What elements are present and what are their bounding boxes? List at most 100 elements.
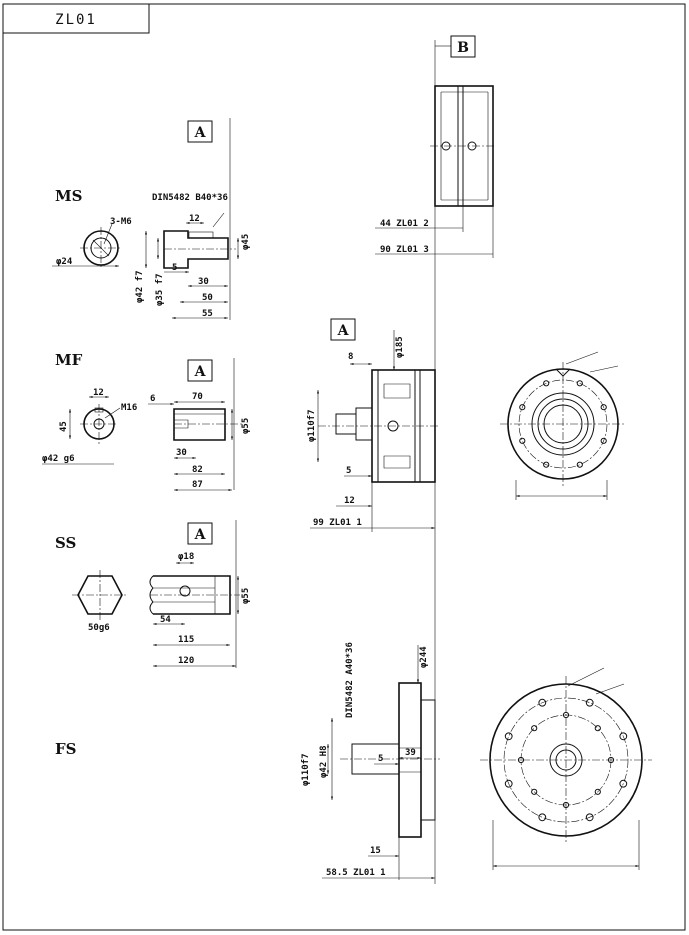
- svg-text:A: A: [194, 527, 207, 543]
- mf-end-view: [80, 404, 118, 444]
- svg-text:A: A: [194, 364, 207, 380]
- view-a: A 8 φ185 φ110f7 5 12 99 ZL01 1: [307, 318, 440, 532]
- view-b: B 44 ZL01 2 90 ZL01 3: [375, 35, 496, 258]
- title-block-code: ZL01: [55, 12, 97, 28]
- bolt-hole: [600, 437, 607, 444]
- bolt-hole: [585, 813, 594, 822]
- a-dim-d110f7: φ110f7: [307, 409, 317, 442]
- b-housing: [430, 85, 496, 207]
- ms-dim-12: 12: [189, 214, 200, 224]
- mf-dim-87: 87: [192, 480, 203, 490]
- bolt-hole: [504, 732, 513, 741]
- fs-dim-15: 15: [370, 846, 381, 856]
- ss-dim-115: 115: [178, 635, 194, 645]
- title-block: ZL01: [2, 3, 150, 34]
- a-dim-8: 8: [348, 352, 353, 362]
- ms-dim-d45: φ45: [241, 234, 251, 250]
- flange-165-bolt-holes: [519, 380, 607, 468]
- mf-dim-6: 6: [150, 394, 155, 404]
- mf-thread: M16: [121, 403, 137, 413]
- bolt-hole: [594, 788, 601, 795]
- view-fs: FS DIN5482 A40*36 φ110f7 φ42 H8 5 39 φ24…: [55, 642, 440, 880]
- ms-spline-spec: DIN5482 B40*36: [152, 193, 228, 203]
- mf-dim-30: 30: [176, 448, 187, 458]
- bolt-hole: [619, 732, 628, 741]
- bolt-hole: [607, 756, 615, 764]
- mf-dim-d42g6: φ42 g6: [42, 454, 75, 464]
- mf-section-tag: A: [187, 359, 213, 382]
- ss-section-tag: A: [187, 522, 213, 545]
- sheet-border: [2, 3, 686, 931]
- bolt-hole: [543, 461, 550, 468]
- bolt-hole: [576, 461, 583, 468]
- mf-dim-d55: φ55: [241, 418, 251, 434]
- fs-dim-d244: φ244: [419, 646, 429, 668]
- b-dim-90: 90 ZL01 3: [380, 245, 429, 255]
- mf-dim-45: 45: [59, 421, 69, 432]
- a-dim-99: 99 ZL01 1: [313, 518, 362, 528]
- bolt-hole: [619, 779, 628, 788]
- fs-dim-39: 39: [405, 748, 416, 758]
- mf-label: MF: [55, 351, 83, 369]
- ms-dim-55: 55: [202, 309, 213, 319]
- ss-dim-d18: φ18: [178, 552, 194, 562]
- ms-section-tag: A: [187, 120, 213, 143]
- fs-spline-spec: DIN5482 A40*36: [345, 642, 355, 718]
- bolt-hole: [538, 813, 547, 822]
- a-section-tag: A: [330, 318, 356, 341]
- ms-end-view: [80, 227, 122, 269]
- bolt-hole: [576, 380, 583, 387]
- mf-dim-70: 70: [192, 392, 203, 402]
- ss-dim-120: 120: [178, 656, 194, 666]
- ms-thread: 3-M6: [110, 217, 132, 227]
- bolt-hole: [517, 756, 525, 764]
- ms-dim-d35f7: φ35 f7: [155, 273, 165, 306]
- a-gearbox-body: [318, 369, 440, 483]
- fs-label: FS: [55, 740, 76, 758]
- bolt-hole: [538, 698, 547, 707]
- fs-dim-d110f7: φ110f7: [301, 753, 311, 786]
- ms-dim-50: 50: [202, 293, 213, 303]
- bolt-hole: [562, 711, 570, 719]
- bolt-hole: [519, 437, 526, 444]
- bolt-hole: [594, 725, 601, 732]
- a-dim-12: 12: [344, 496, 355, 506]
- fs-dim-ref: 58.5 ZL01 1: [326, 868, 386, 878]
- ss-shaft: [149, 575, 240, 615]
- mf-dim-82: 82: [192, 465, 203, 475]
- ms-dim-d42f7: φ42 f7: [135, 270, 145, 303]
- flange-165-view: [500, 362, 626, 486]
- ms-dim-d24: φ24: [56, 257, 73, 267]
- bolt-hole: [504, 779, 513, 788]
- mf-shaft: [173, 408, 242, 441]
- fs-dim-d42h8: φ42 H8: [319, 745, 329, 778]
- flange-222-view: [480, 676, 652, 844]
- bolt-hole: [531, 788, 538, 795]
- bolt-hole: [531, 725, 538, 732]
- ms-shaft: [163, 212, 236, 269]
- view-ms: MS A 3-M6 φ24 DIN5482 B40*36 12 φ45: [52, 120, 251, 320]
- svg-text:A: A: [337, 323, 350, 339]
- bolt-hole: [585, 698, 594, 707]
- ss-hex-end-view: [72, 570, 128, 620]
- bolt-hole: [519, 404, 526, 411]
- bolt-hole: [543, 380, 550, 387]
- fs-flange-side: [340, 682, 440, 838]
- ms-label: MS: [55, 187, 82, 205]
- bolt-hole: [562, 801, 570, 809]
- ms-dim-30: 30: [198, 277, 209, 287]
- flange-222-bolt-holes: [504, 698, 628, 822]
- mf-dim-12: 12: [93, 388, 104, 398]
- a-dim-d185: φ185: [395, 336, 405, 358]
- view-ss: SS A 50g6 φ18 φ55 54 115 120: [55, 522, 251, 668]
- svg-text:B: B: [457, 40, 469, 56]
- svg-text:A: A: [194, 125, 207, 141]
- bolt-hole: [600, 404, 607, 411]
- ms-dim-5: 5: [172, 263, 177, 273]
- ss-label: SS: [55, 534, 76, 552]
- fs-dim-5: 5: [378, 754, 383, 764]
- ss-dim-54: 54: [160, 615, 171, 625]
- ss-dim-d55: φ55: [241, 588, 251, 604]
- ss-dim-hex: 50g6: [88, 623, 110, 633]
